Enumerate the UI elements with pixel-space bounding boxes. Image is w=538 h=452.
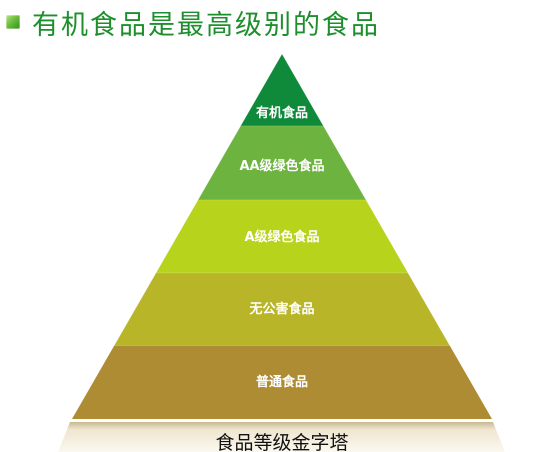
pyramid-base-plate (58, 422, 505, 452)
header: 有机食品是最高级别的食品 (6, 4, 380, 41)
pyramid-base-label: 食品等级金字塔 (215, 432, 348, 452)
page-title: 有机食品是最高级别的食品 (32, 9, 380, 41)
pyramid-label-pollution-free: 无公害食品 (248, 301, 314, 317)
pyramid-level-ordinary (72, 346, 492, 419)
pyramid-label-aa-green: AA级绿色食品 (239, 158, 324, 174)
pyramid-label-organic: 有机食品 (256, 105, 308, 121)
green-square-bullet-icon (6, 15, 20, 29)
pyramid-label-a-green: A级绿色食品 (244, 229, 319, 245)
pyramid-label-ordinary: 普通食品 (256, 374, 308, 390)
